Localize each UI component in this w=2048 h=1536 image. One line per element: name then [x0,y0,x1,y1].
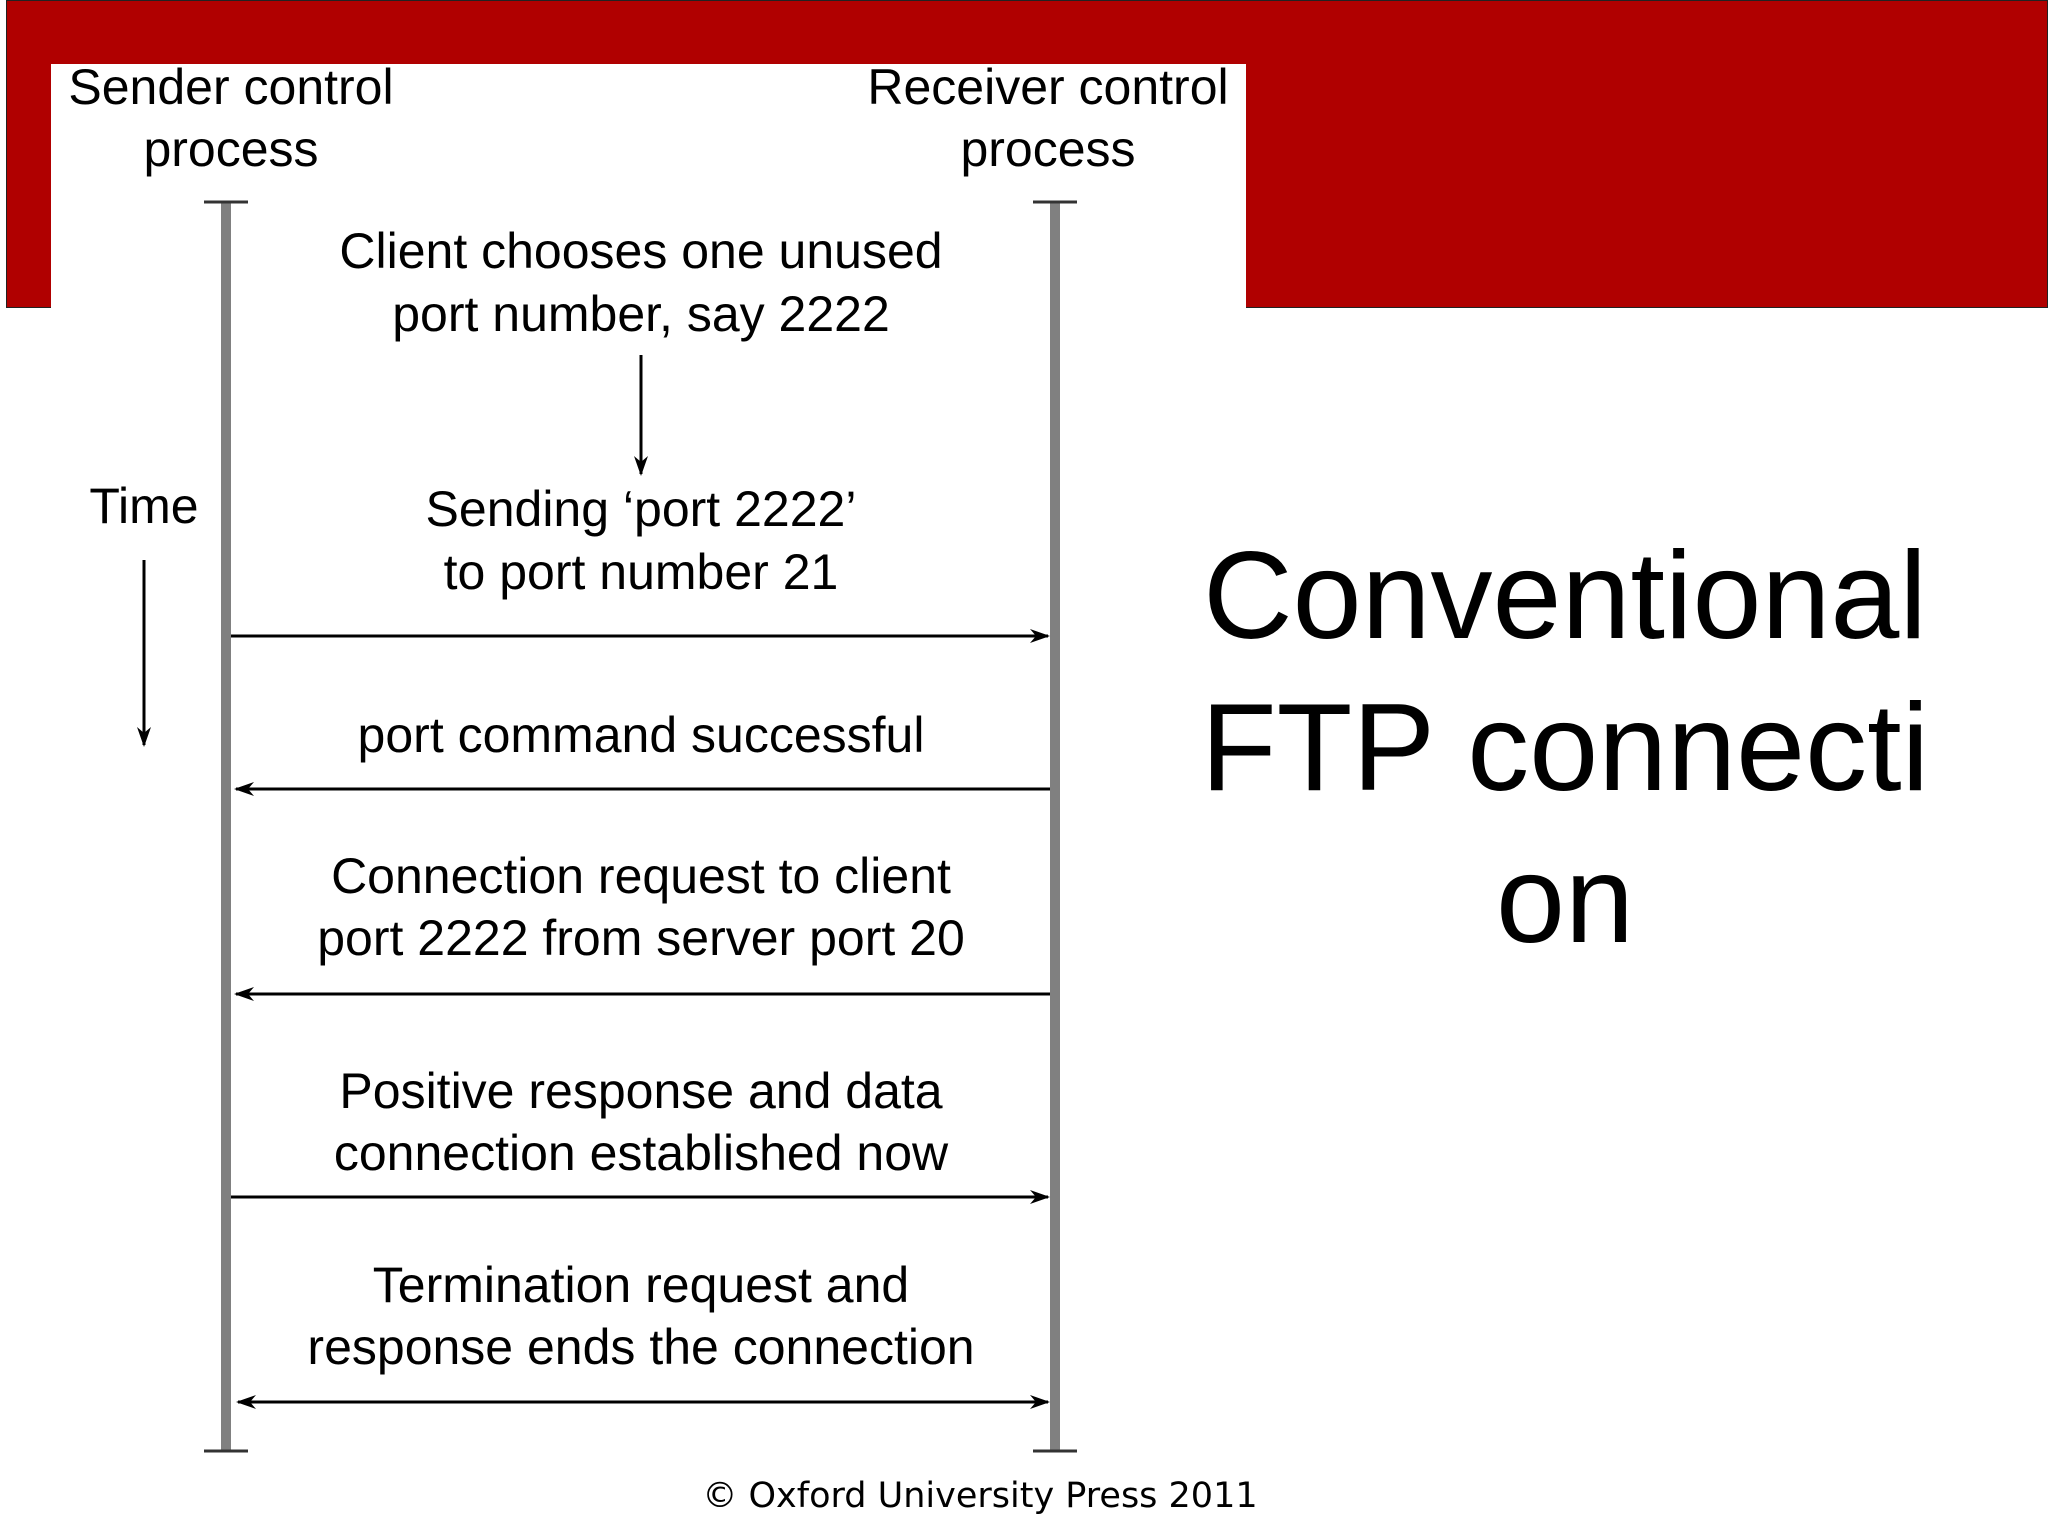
receiver-label-line-1: Receiver control [867,59,1228,115]
sender-label-line-1: Sender control [68,59,393,115]
time-label: Time [89,478,198,534]
client-note-line-1: Client chooses one unused [339,223,942,279]
message-4-line-1: Positive response and data [339,1063,942,1119]
message-5-line-1: Termination request and [373,1257,909,1313]
message-5-line-2: response ends the connection [307,1319,974,1375]
message-2-line-1: port command successful [358,707,925,763]
message-4-line-2: connection established now [334,1125,949,1181]
client-note-line-2: port number, say 2222 [392,286,890,342]
copyright-notice: © Oxford University Press 2011 [702,1476,1258,1516]
receiver-label-line-2: process [960,121,1135,177]
sender-label-line-2: process [143,121,318,177]
slide-title: Conventional FTP connection [1200,527,1930,969]
message-3-line-2: port 2222 from server port 20 [317,910,965,966]
message-1-line-2: to port number 21 [444,544,839,600]
message-1-line-1: Sending ‘port 2222’ [426,481,857,537]
diagram-panel [51,64,1246,1484]
message-3-line-1: Connection request to client [331,848,951,904]
